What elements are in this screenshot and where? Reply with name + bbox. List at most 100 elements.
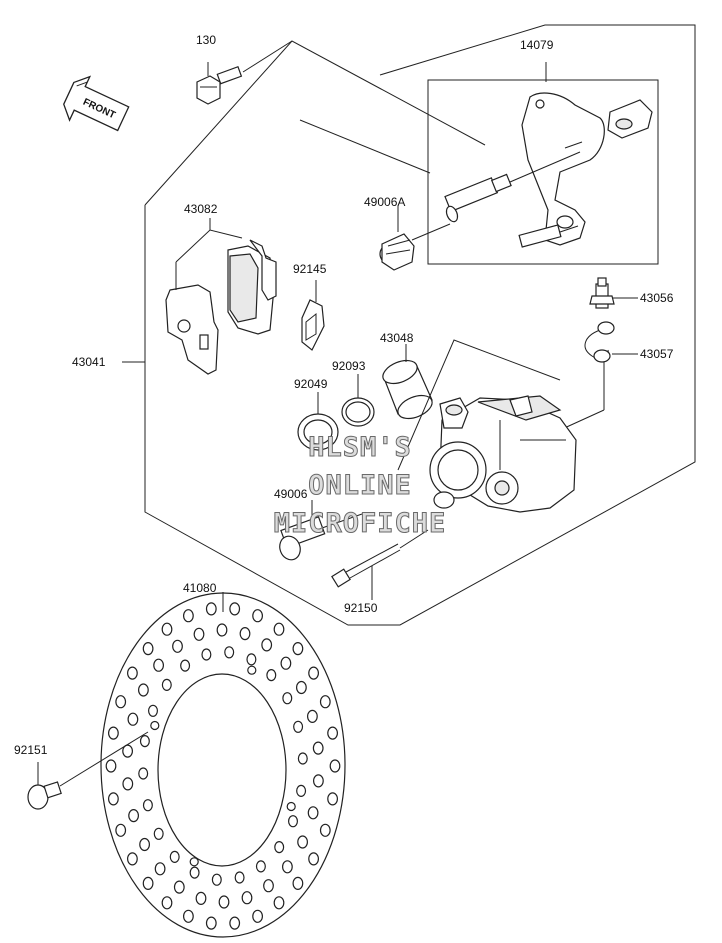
label-130: 130 <box>196 33 216 47</box>
disc-hole <box>172 639 183 653</box>
label-92093: 92093 <box>332 359 366 373</box>
disc-hole <box>218 895 230 909</box>
disc-hole <box>273 622 285 636</box>
piston-part[interactable] <box>380 344 436 423</box>
disc-hole <box>105 759 117 773</box>
disc-mount-hole <box>189 857 199 867</box>
bleed-valve-part[interactable] <box>589 277 638 309</box>
disc-hole <box>126 852 138 866</box>
leader-lines <box>122 297 638 363</box>
disc-hole <box>239 626 251 641</box>
label-92049: 92049 <box>294 377 328 391</box>
pad-spring-part[interactable] <box>301 280 325 351</box>
disc-hole <box>312 741 324 755</box>
disc-hole <box>288 815 299 828</box>
disc-hole <box>142 641 154 656</box>
bracket-subbox <box>427 79 659 265</box>
disc-hole <box>327 792 339 806</box>
disc-hole <box>329 759 341 773</box>
label-43057: 43057 <box>640 347 674 361</box>
disc-hole <box>297 752 308 765</box>
disc-hole <box>241 891 253 905</box>
watermark: HLSM'S ONLINE MICROFICHE <box>273 432 447 540</box>
disc-hole <box>138 767 149 780</box>
disc-hole <box>282 860 293 874</box>
caliper-bolt-part[interactable] <box>331 529 429 600</box>
disc-bolt-part[interactable] <box>27 731 149 810</box>
disc-hole <box>201 648 212 661</box>
disc-hole <box>266 668 277 682</box>
disc-hole <box>234 871 245 884</box>
disc-hole <box>319 823 331 837</box>
caliper-bracket-part[interactable] <box>518 62 653 248</box>
watermark-line1: HLSM'S <box>308 432 412 463</box>
label-43056: 43056 <box>640 291 674 305</box>
disc-hole <box>153 658 165 672</box>
disc-hole <box>128 808 140 823</box>
disc-hole <box>307 806 319 820</box>
bolt-130-part[interactable] <box>196 40 293 105</box>
disc-hole <box>107 726 119 740</box>
disc-mount-hole <box>247 665 257 675</box>
disc-hole <box>293 720 304 733</box>
disc-hole <box>252 609 264 623</box>
disc-mount-hole <box>286 801 296 812</box>
label-49006a: 49006A <box>364 195 405 209</box>
seal-part[interactable] <box>341 374 375 427</box>
label-92145: 92145 <box>293 262 327 276</box>
disc-hole <box>319 695 331 709</box>
disc-hole <box>115 823 127 837</box>
guide-pin[interactable] <box>444 151 581 223</box>
disc-hole <box>153 827 164 840</box>
disc-hole <box>195 891 207 906</box>
label-92150: 92150 <box>344 601 378 615</box>
disc-hole <box>224 646 235 659</box>
disc-hole <box>169 850 180 864</box>
disc-hole <box>255 860 266 873</box>
disc-hole <box>327 726 339 740</box>
label-41080: 41080 <box>183 581 217 595</box>
bleed-cap-part[interactable] <box>559 321 638 431</box>
disc-hole <box>161 896 173 910</box>
disc-hole <box>296 680 307 695</box>
disc-hole <box>115 695 127 709</box>
disc-hole <box>308 666 320 680</box>
pin-boot-49006a-part[interactable] <box>379 206 451 271</box>
watermark-line3: MICROFICHE <box>274 508 447 539</box>
disc-hole <box>252 909 264 923</box>
label-43082: 43082 <box>184 202 218 216</box>
disc-hole <box>307 709 318 724</box>
caliper-body-part[interactable] <box>397 339 577 513</box>
front-arrow-icon: FRONT <box>63 75 130 132</box>
disc-hole <box>296 784 307 798</box>
disc-hole <box>182 609 194 623</box>
disc-hole <box>139 837 151 852</box>
dust-seal-part[interactable] <box>297 392 339 451</box>
disc-hole <box>107 792 119 806</box>
label-49006: 49006 <box>274 487 308 501</box>
disc-hole <box>313 774 324 788</box>
disc-hole <box>216 623 228 637</box>
disc-hole <box>148 704 159 717</box>
label-43041: 43041 <box>72 355 106 369</box>
disc-hole <box>154 862 166 876</box>
label-43048: 43048 <box>380 331 414 345</box>
disc-hole <box>280 656 292 670</box>
pin-boot-49006-part[interactable] <box>276 500 363 563</box>
disc-hole <box>161 622 173 636</box>
disc-hole <box>273 896 285 910</box>
disc-hole <box>205 602 217 616</box>
disc-hole <box>139 734 150 748</box>
disc-hole <box>137 683 149 697</box>
disc-hole <box>274 840 285 854</box>
disc-hole <box>282 692 293 705</box>
disc-hole <box>263 879 274 893</box>
brake-disc-part[interactable] <box>100 592 346 938</box>
label-14079: 14079 <box>520 38 554 52</box>
disc-hole <box>211 873 222 886</box>
disc-hole <box>189 866 200 879</box>
brake-pad-set-part[interactable] <box>165 218 277 375</box>
disc-hole <box>122 777 134 791</box>
disc-hole <box>180 659 191 672</box>
